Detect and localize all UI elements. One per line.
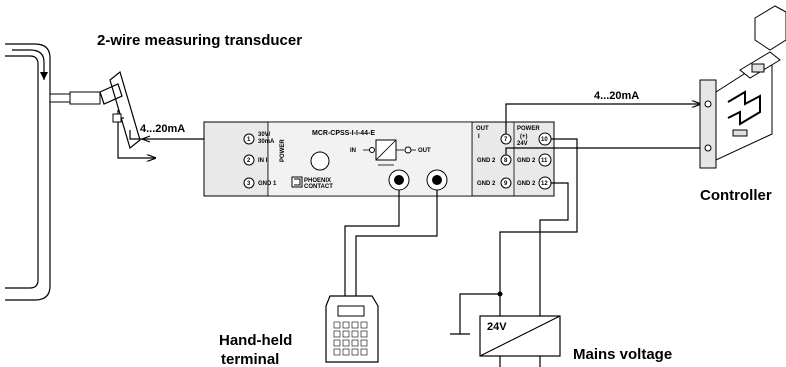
terminal-11-num: 11 [541,158,548,164]
wire-handheld-a [344,190,400,296]
power-led [310,151,330,171]
mains-label: Mains voltage [573,346,672,363]
handheld-label-line2: terminal [221,351,279,367]
controller-card [699,5,786,169]
terminal-12-label: GND 2 [517,181,536,187]
terminal-12-num: 12 [541,181,548,187]
wire-ground [459,293,500,334]
terminal-1-num: 1 [247,137,251,143]
signal-label-right: 4...20mA [594,90,639,102]
out-header-sub: I [478,134,480,140]
terminal-3-num: 3 [247,181,251,187]
terminal-3-label: GND 1 [258,181,277,187]
terminal-1-sub: 30mA [258,139,275,145]
right-terminal-block: OUT I POWER (+) 24V 7 8 GND 2 9 GND 2 10… [476,126,552,190]
handheld-label-line1: Hand-held [219,332,292,349]
power-header: POWER [517,126,540,132]
terminal-2-label: IN I [258,158,268,164]
process-pipe [5,43,51,301]
wire-handheld-b [355,190,438,296]
power-led-label: POWER [280,139,286,162]
left-terminal-block: 1 30V/ 30mA 2 IN I 3 GND 1 [243,132,277,189]
controller-label: Controller [700,187,772,204]
psu-label: 24V [487,321,507,333]
out-label: OUT [418,148,431,154]
terminal-11-label: GND 2 [517,158,536,164]
brand-logo: PHOENIX CONTACT [291,176,333,190]
terminal-8-num: 8 [504,158,508,164]
power-supply [479,315,561,367]
brand-line2: CONTACT [304,184,333,190]
wire-power-minus [539,182,569,316]
transducer-sensor [49,70,141,150]
signal-label-left: 4...20mA [140,123,185,135]
transducer-label: 2-wire measuring transducer [97,32,302,49]
wire-supply [129,130,240,140]
brand-line1: PHOENIX [304,178,331,184]
out-header: OUT [476,126,489,132]
isolation-symbol [363,139,416,166]
terminal-2-num: 2 [247,158,251,164]
wire-out-plus [505,104,700,134]
power-header-sub: (+) [520,134,528,140]
wire-power-plus [499,138,578,316]
terminal-10-num: 10 [541,137,548,143]
handheld-terminal-device [325,295,379,363]
terminal-8-label: GND 2 [477,158,496,164]
power-header-volt: 24V [517,141,528,147]
wire-in [117,122,155,158]
terminal-9-label: GND 2 [477,181,496,187]
wire-out-minus [505,147,705,155]
terminal-9-num: 9 [504,181,508,187]
in-label: IN [350,148,356,154]
terminal-7-num: 7 [504,137,508,143]
module-model: MCR-CPSS-I-I-44-E [312,130,375,137]
terminal-1-label: 30V/ [258,132,271,138]
